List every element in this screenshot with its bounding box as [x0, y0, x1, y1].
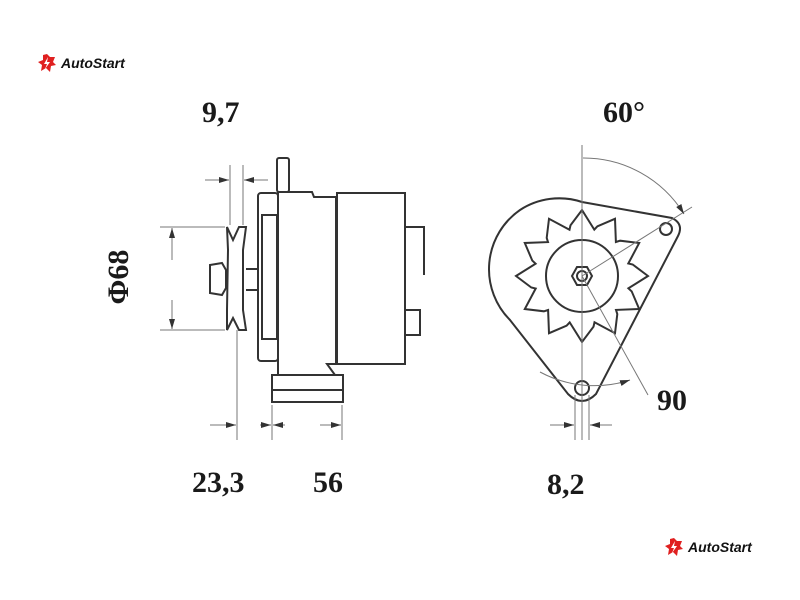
- dim-ear-angle: 90: [657, 384, 687, 417]
- brand-name: AutoStart: [688, 539, 752, 555]
- dim-front-offset: 23,3: [192, 466, 245, 499]
- nut: [209, 261, 227, 297]
- pulley: [226, 226, 248, 331]
- dim-mount-length: 56: [313, 466, 343, 499]
- dim-hole-width: 8,2: [547, 468, 585, 501]
- dim-pulley-diameter: Φ68: [102, 249, 135, 305]
- shaft: [246, 268, 259, 291]
- mount-hole-upper: [659, 222, 673, 236]
- housing: [488, 197, 681, 402]
- stator: [336, 192, 406, 365]
- side-view: [209, 157, 425, 403]
- hex-nut: [570, 266, 594, 286]
- brand-logo-top: AutoStart: [37, 53, 125, 73]
- terminal: [276, 157, 290, 193]
- brand-name: AutoStart: [61, 55, 125, 71]
- mount-foot: [271, 374, 344, 403]
- front-view: [488, 197, 681, 402]
- front-dimensions: [539, 145, 693, 440]
- dim-pulley-width: 9,7: [202, 96, 240, 129]
- rear-cover: [404, 213, 425, 336]
- brand-logo-icon: [665, 538, 683, 556]
- dim-mount-angle: 60°: [603, 96, 645, 129]
- brand-logo-bottom: AutoStart: [664, 537, 752, 557]
- side-dimensions: [160, 165, 343, 440]
- brand-logo-icon: [38, 54, 56, 72]
- body: [277, 191, 337, 376]
